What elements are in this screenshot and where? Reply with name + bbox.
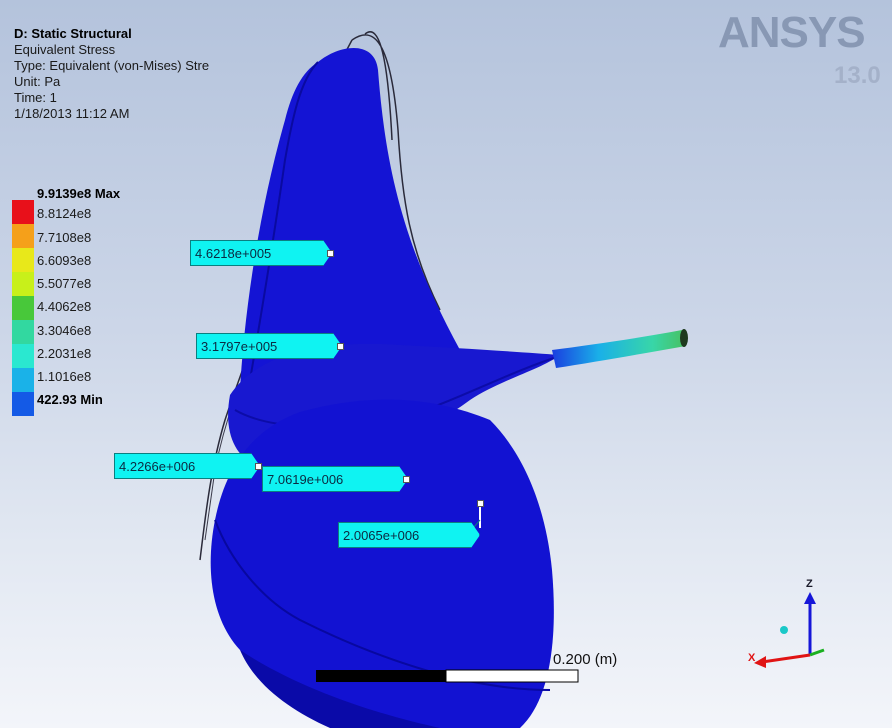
scale-bar-light — [445, 669, 579, 683]
probe-label[interactable]: 7.0619e+006 — [262, 466, 408, 492]
scale-bar-dark — [316, 670, 446, 682]
probe-label[interactable]: 4.6218e+005 — [190, 240, 332, 266]
legend-value: 7.7108e8 — [37, 230, 92, 245]
probe-marker — [327, 250, 334, 257]
result-type: Type: Equivalent (von-Mises) Stre — [14, 58, 210, 73]
legend-value: 1.1016e8 — [37, 369, 92, 384]
result-unit: Unit: Pa — [14, 74, 61, 89]
shaft — [552, 330, 686, 368]
probe-marker — [477, 500, 484, 507]
ansys-logo: ANSYS — [718, 8, 866, 57]
legend-swatch — [12, 200, 34, 224]
upper-blade — [240, 47, 460, 390]
result-date: 1/18/2013 11:12 AM — [14, 106, 130, 121]
legend-swatch — [12, 344, 34, 368]
legend-swatch — [12, 248, 34, 272]
ansys-version: 13.0 — [834, 62, 881, 89]
probe-marker — [255, 463, 262, 470]
legend-swatch — [12, 296, 34, 320]
legend-swatch — [12, 368, 34, 392]
axis-triad — [754, 592, 825, 668]
legend-value: 4.4062e8 — [37, 299, 92, 314]
probe-label[interactable]: 4.2266e+006 — [114, 453, 260, 479]
legend-swatch — [12, 224, 34, 248]
probe-marker — [403, 476, 410, 483]
legend-swatch — [12, 272, 34, 296]
legend-value-min: 422.93 Min — [37, 392, 103, 407]
probe-marker — [337, 343, 344, 350]
legend-value: 2.2031e8 — [37, 346, 92, 361]
triad-x-label: X — [748, 652, 756, 664]
probe-label[interactable]: 3.1797e+005 — [196, 333, 342, 359]
legend-swatch — [12, 392, 34, 416]
legend-value: 8.8124e8 — [37, 206, 92, 221]
result-name: Equivalent Stress — [14, 42, 116, 57]
legend-value: 3.3046e8 — [37, 323, 92, 338]
triad-z-label: Z — [806, 578, 813, 590]
scale-bar-label: 0.200 (m) — [553, 651, 618, 668]
legend-value-max: 9.9139e8 Max — [37, 186, 121, 201]
legend-value: 5.5077e8 — [37, 276, 92, 291]
analysis-title: D: Static Structural — [14, 26, 132, 41]
legend-swatch — [12, 320, 34, 344]
probe-label[interactable]: 2.0065e+006 — [338, 522, 480, 548]
result-info: D: Static Structural Equivalent Stress T… — [14, 26, 209, 122]
legend-value: 6.6093e8 — [37, 253, 92, 268]
result-time: Time: 1 — [14, 90, 57, 105]
